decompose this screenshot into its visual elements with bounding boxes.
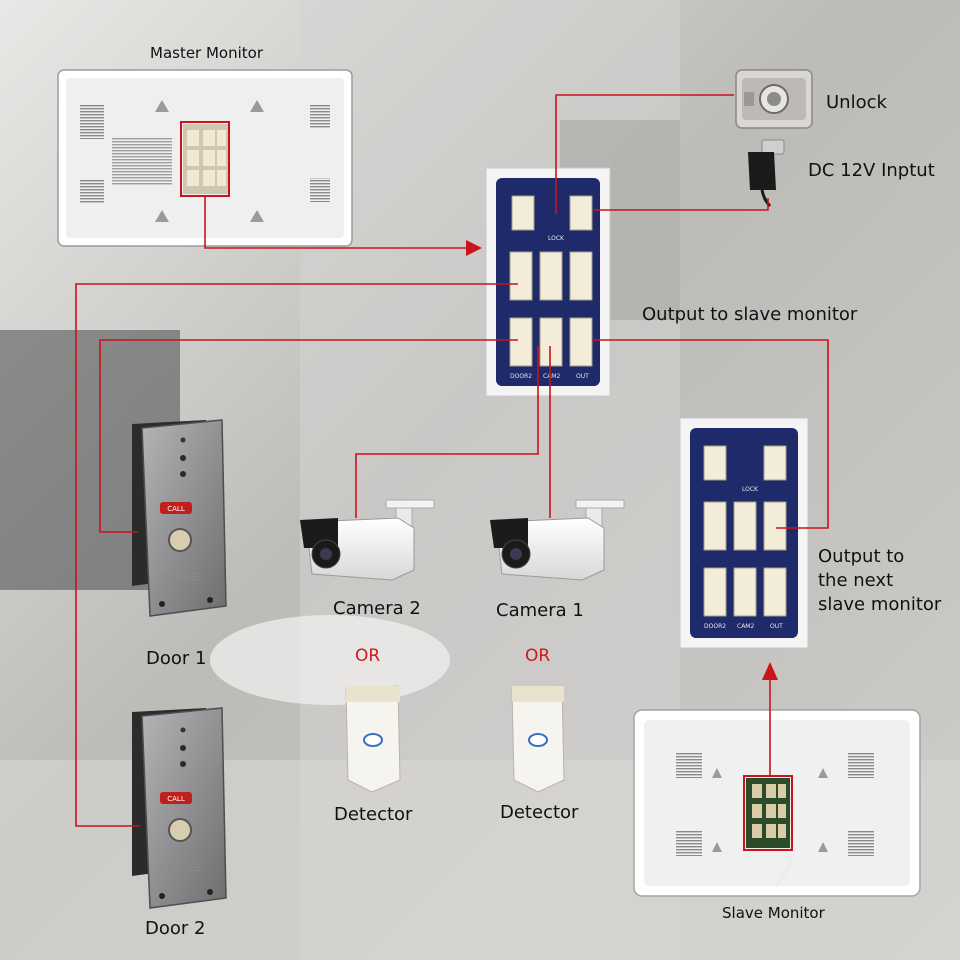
board-slave-silk-out: OUT [770, 623, 783, 630]
label-camera2: Camera 2 [333, 598, 421, 619]
wire-master-to-board [204, 196, 470, 249]
arrow-to-slave-board [762, 662, 778, 680]
wire-door1 [99, 339, 518, 533]
terminal-board-slave: LOCK DOOR2 CAM2 OUT [679, 417, 809, 649]
label-output-next-line3: slave monitor [818, 594, 942, 615]
camera1-icon [490, 499, 625, 581]
label-door2: Door 2 [145, 918, 206, 939]
label-master-monitor: Master Monitor [150, 44, 264, 62]
label-detector-left: Detector [334, 804, 413, 825]
label-slave-monitor: Slave Monitor [722, 904, 825, 922]
label-detector-right: Detector [500, 802, 579, 823]
wiring [75, 94, 829, 827]
label-output-next-line2: the next [818, 570, 894, 591]
board-main-silk-lock: LOCK [548, 235, 565, 242]
board-main-silk-cam2: CAM2 [543, 373, 560, 380]
door2-call-badge: CALL [167, 795, 185, 803]
power-adapter-icon [748, 139, 785, 208]
doorbell-door1: CALL [132, 419, 227, 617]
wire-door2 [75, 283, 518, 827]
terminal-board-main: LOCK DOOR2 CAM2 OUT [485, 167, 611, 397]
wire-camera2 [355, 346, 539, 518]
doorbell-door2: CALL [132, 707, 227, 909]
arrow-to-board [466, 240, 482, 256]
label-output-next-line1: Output to [818, 546, 905, 567]
board-slave-silk-cam2: CAM2 [737, 623, 754, 630]
electric-lock-icon [735, 69, 813, 129]
label-output-slave: Output to slave monitor [642, 304, 858, 325]
slave-monitor [633, 709, 921, 897]
board-main-silk-out: OUT [576, 373, 589, 380]
wire-dc-input [594, 198, 769, 211]
detector-right-icon [511, 685, 565, 793]
master-monitor [57, 69, 353, 247]
camera2-icon [300, 499, 435, 581]
board-main-silk-door2: DOOR2 [510, 373, 532, 380]
board-slave-silk-lock: LOCK [742, 486, 759, 493]
board-slave-silk-door2: DOOR2 [704, 623, 726, 630]
wire-output-slave [592, 339, 829, 529]
wire-unlock [555, 94, 734, 214]
label-dc-input: DC 12V Inptut [808, 160, 935, 181]
detector-left-icon [345, 685, 401, 793]
label-door1: Door 1 [146, 648, 207, 669]
door1-call-badge: CALL [167, 505, 185, 513]
label-unlock: Unlock [826, 92, 887, 113]
label-or-right: OR [525, 646, 551, 666]
label-camera1: Camera 1 [496, 600, 584, 621]
label-or-left: OR [355, 646, 381, 666]
slave-port-highlight [743, 775, 793, 851]
